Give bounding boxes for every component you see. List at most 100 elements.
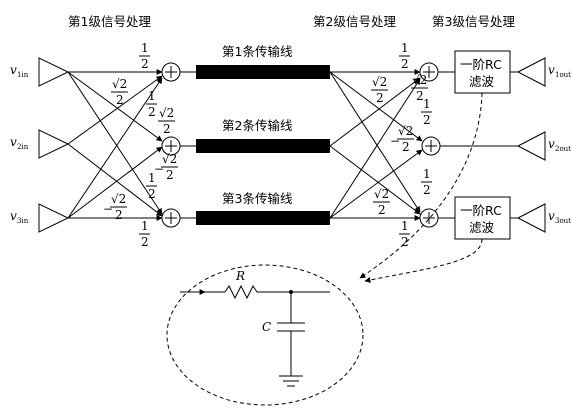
output-buffer-3: [516, 203, 546, 233]
transmission-line-2: [196, 139, 330, 153]
svg-text:2: 2: [378, 203, 386, 217]
svg-text:−: −: [103, 202, 113, 216]
svg-text:一阶RC: 一阶RC: [460, 57, 502, 72]
transmission-line-3: [196, 211, 330, 225]
svg-text:−: −: [390, 134, 400, 148]
rc-circuit: R C: [180, 269, 330, 387]
output-buffer-2: [516, 131, 546, 161]
svg-text:1out: 1out: [555, 71, 571, 79]
svg-text:2out: 2out: [555, 145, 571, 153]
svg-text:2: 2: [402, 140, 410, 154]
coef-s1-half-bottom: 1 2: [139, 219, 150, 249]
output-v1-label: v 1out: [548, 63, 571, 79]
svg-text:√2: √2: [374, 187, 389, 201]
line3-label: 第3条传输线: [222, 191, 293, 206]
svg-text:2: 2: [148, 187, 156, 201]
svg-text:2: 2: [163, 122, 171, 136]
svg-text:v: v: [548, 209, 555, 223]
svg-text:2: 2: [401, 57, 409, 71]
svg-text:√2: √2: [398, 124, 413, 138]
svg-text:2: 2: [416, 89, 424, 103]
coef-s2-neg-sqrt-c: − √2 2: [390, 124, 414, 154]
rc-filter-1: 一阶RC 滤波: [454, 50, 511, 94]
svg-text:一阶RC: 一阶RC: [460, 203, 502, 218]
svg-text:v: v: [548, 137, 555, 151]
input-buffer-1: [38, 57, 70, 87]
coef-s1-half-low: 1 2: [146, 171, 157, 201]
coef-s2-half-low: 1 2: [421, 167, 432, 197]
coef-s2-sqrt-b: √2 2: [411, 73, 428, 103]
callout-arrow-filter3: [364, 238, 483, 283]
rc-filter-3: 一阶RC 滤波: [454, 196, 511, 240]
svg-text:2: 2: [115, 208, 123, 222]
svg-text:v: v: [10, 135, 17, 149]
resistor-label: R: [235, 269, 245, 283]
input-buffer-2: [38, 129, 70, 159]
stage1-sum-1: [161, 62, 181, 82]
svg-text:2: 2: [141, 57, 149, 71]
ground-symbol: [279, 375, 303, 387]
svg-text:2: 2: [423, 183, 431, 197]
stage2-title: 第2级信号处理: [313, 14, 396, 29]
svg-text:1: 1: [401, 219, 409, 233]
svg-text:√2: √2: [159, 106, 174, 120]
coef-s2-half-bottom: 1 2: [399, 219, 410, 249]
svg-text:2: 2: [141, 235, 149, 249]
input-v1-label: v 1in: [10, 63, 29, 79]
coef-s1-half-top: 1 2: [139, 41, 150, 71]
coef-s2-sqrt-d: √2 2: [373, 187, 390, 217]
svg-text:√2: √2: [112, 77, 127, 91]
coef-s2-half-mid: 1 2: [421, 97, 432, 127]
svg-text:v: v: [10, 209, 17, 223]
input-v2-label: v 2in: [10, 135, 29, 151]
stage2-connections: [329, 69, 423, 221]
coef-s1-neg-sqrt-c: − √2 2: [154, 152, 178, 182]
svg-text:√2: √2: [412, 73, 427, 87]
svg-text:滤波: 滤波: [469, 74, 495, 89]
transmission-line-1: [196, 65, 330, 79]
output-v3-label: v 3out: [548, 209, 571, 225]
resistor-symbol: [224, 284, 258, 300]
svg-text:1: 1: [141, 219, 149, 233]
capacitor-label: C: [262, 320, 271, 334]
svg-text:2: 2: [423, 113, 431, 127]
input-v3-label: v 3in: [10, 209, 29, 225]
stage1-title: 第1级信号处理: [68, 14, 151, 29]
coef-s1-neg-sqrt-d: − √2 2: [103, 192, 127, 222]
svg-text:1: 1: [148, 89, 156, 103]
coef-s1-half-mid: 1 2: [146, 89, 157, 119]
input-buffer-3: [38, 203, 70, 233]
svg-text:3out: 3out: [555, 217, 571, 225]
svg-text:1: 1: [148, 171, 156, 185]
stage1-sum-3: [161, 208, 181, 228]
svg-text:1: 1: [401, 41, 409, 55]
svg-text:v: v: [10, 63, 17, 77]
output-v2-label: v 2out: [548, 137, 571, 153]
svg-text:1: 1: [423, 97, 431, 111]
svg-text:v: v: [548, 63, 555, 77]
stage1-connections: [67, 69, 163, 221]
svg-text:√2: √2: [111, 192, 126, 206]
stage2-sum-2: [421, 136, 441, 156]
svg-text:2: 2: [401, 235, 409, 249]
coef-s2-sqrt-a: √2 2: [371, 75, 388, 105]
svg-text:√2: √2: [162, 152, 177, 166]
svg-text:2in: 2in: [17, 143, 29, 151]
svg-text:1in: 1in: [17, 71, 29, 79]
svg-text:2: 2: [376, 91, 384, 105]
line1-label: 第1条传输线: [222, 44, 293, 59]
svg-text:3in: 3in: [17, 217, 29, 225]
svg-text:2: 2: [166, 168, 174, 182]
circuit-detail-ellipse: [166, 264, 364, 406]
callout-arrow-filter1: [359, 92, 483, 279]
coef-s2-half-top: 1 2: [399, 41, 410, 71]
svg-text:2: 2: [116, 93, 124, 107]
stage3-title: 第3级信号处理: [432, 14, 515, 29]
coef-s1-sqrt-b: √2 2: [158, 106, 175, 136]
svg-text:1: 1: [141, 41, 149, 55]
svg-text:−: −: [154, 162, 164, 176]
svg-text:滤波: 滤波: [469, 220, 495, 235]
output-buffer-1: [516, 57, 546, 87]
line2-label: 第2条传输线: [222, 118, 293, 133]
